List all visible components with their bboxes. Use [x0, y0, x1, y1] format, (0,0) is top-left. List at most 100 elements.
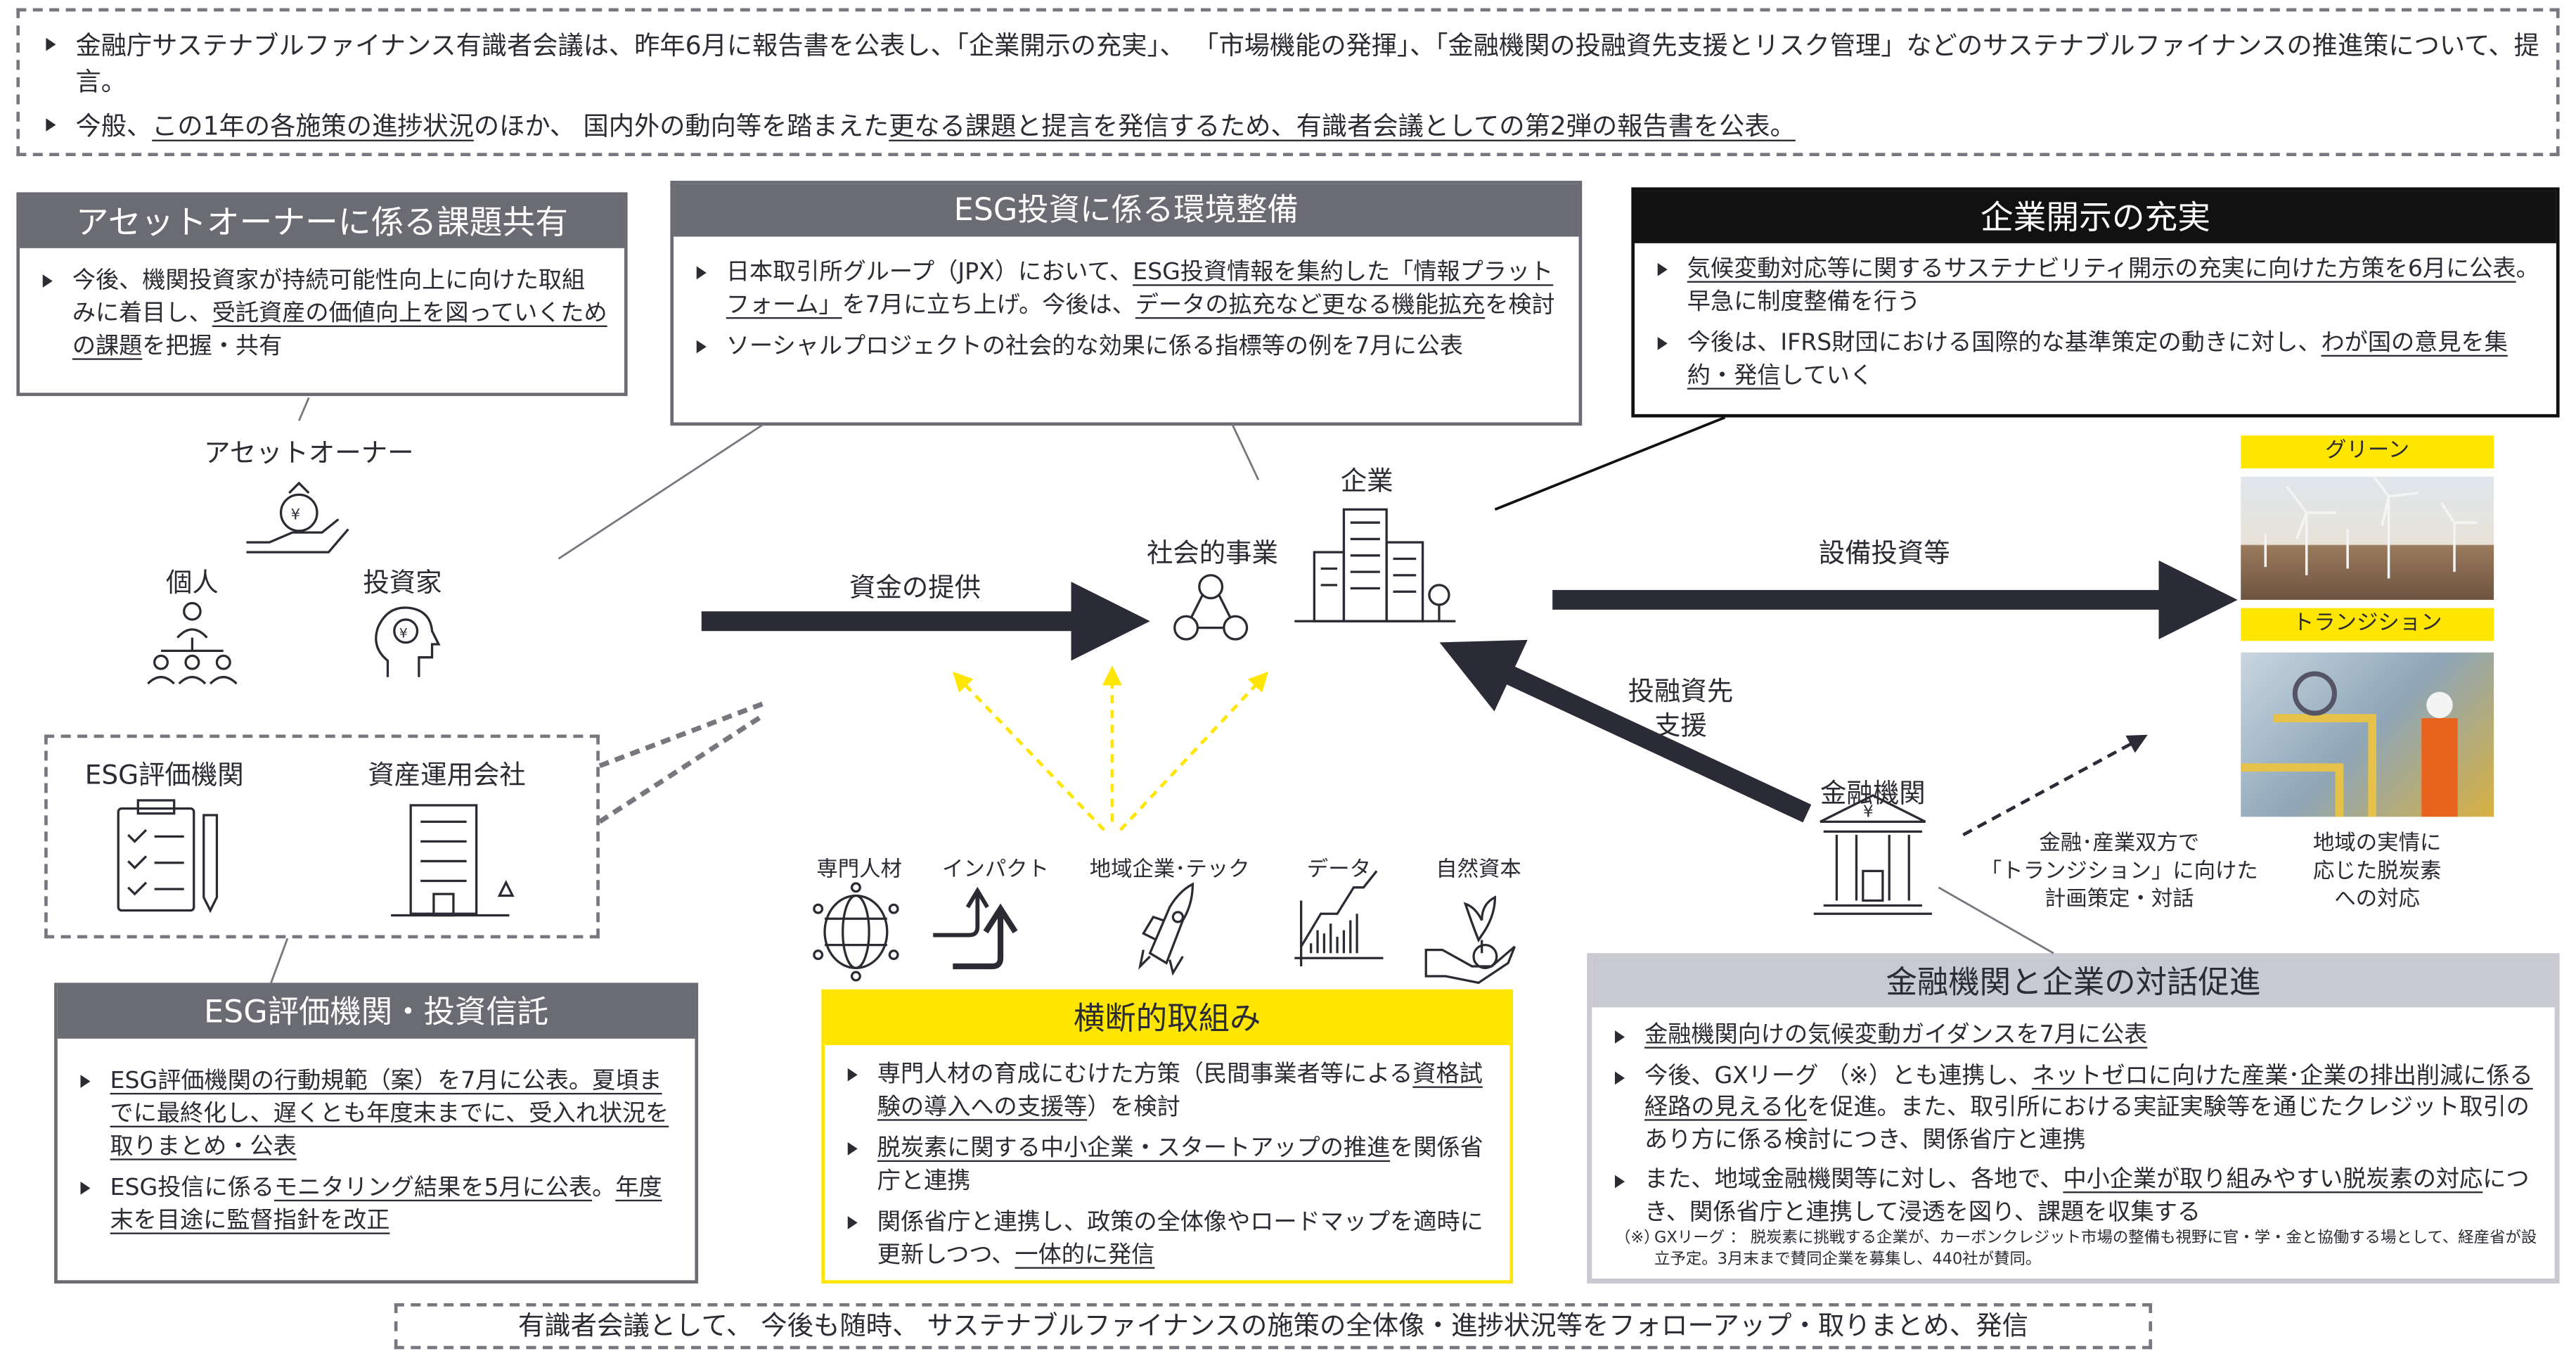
theme-label-natural-capital: 自然資本: [1436, 857, 1521, 883]
text-segment: を検討: [1485, 292, 1555, 319]
bullet-item: 今後、GXリーグ （※）とも連携し、ネットゼロに向けた産業･企業の排出削減に係る…: [1609, 1061, 2539, 1157]
dashed-callout: [598, 700, 766, 824]
financial-institution-label: 金融機関: [1820, 777, 1926, 809]
investor-label: 投資家: [363, 567, 442, 599]
disclosure-title: 企業開示の充実: [1635, 191, 2556, 243]
text-segment: また、地域金融機関等に対し、各地で、: [1644, 1167, 2063, 1194]
underlined-text: 気候変動対応等に関するサステナビリティ開示の充実に向けた方策を6月に公表: [1687, 256, 2516, 283]
green-photo: [2241, 476, 2494, 600]
text-segment: ESG投信に係る: [110, 1175, 275, 1202]
underlined-text: 年度末を目途に監督指針を改正: [110, 1175, 662, 1234]
bullet-item: 関係省庁と連携し、政策の全体像やロードマップを適時に更新しつつ、一体的に発信: [841, 1206, 1493, 1272]
bullet-item: 日本取引所グループ（JPX）において、ESG投資情報を集約した「情報プラットフォ…: [690, 257, 1562, 322]
impact-arrows-icon: [933, 886, 1018, 970]
connector-line: [1494, 416, 1726, 511]
company-label: 企業: [1340, 465, 1393, 497]
connector-line: [297, 397, 310, 421]
cross-sectoral-box: 横断的取組み 専門人材の育成にむけた方策（民間事業者等による資格試験の導入への支…: [821, 989, 1514, 1284]
transition-plan-text: 金融･産業双方で 「トランジション」に向けた 計画策定・対話: [1981, 830, 2258, 914]
regional-text: 地域の実情に 応じた脱炭素 への対応: [2313, 830, 2441, 914]
bullet-item: 金融機関向けの気候変動ガイダンスを7月に公表: [1609, 1020, 2539, 1053]
dialogue-title: 金融機関と企業の対話促進: [1592, 958, 2555, 1008]
bank-icon: ¥: [1813, 794, 1932, 915]
bullet-item: 気候変動対応等に関するサステナビリティ開示の充実に向けた方策を6月に公表。早急に…: [1651, 253, 2539, 319]
support-label-1: 投融資先: [1628, 675, 1734, 707]
intro-box: 金融庁サステナブルファイナンス有識者会議は、昨年6月に報告書を公表し、「企業開示…: [16, 8, 2560, 156]
text-segment: ソーシャルプロジェクトの社会的な効果に係る指標等の例を7月に公表: [726, 333, 1463, 360]
line: 「トランジション」に向けた: [1980, 859, 2258, 885]
esg-rating-box: ESG評価機関・投資信託 ESG評価機関の行動規範（案）を7月に公表。夏頃までに…: [54, 983, 699, 1284]
text-segment: 今般、: [75, 111, 153, 141]
text-segment: していく: [1780, 363, 1874, 390]
underlined-text: ネットゼロに向けた産業･企業の排出削減に係る経路の見える化: [1644, 1062, 2533, 1121]
wind-turbines-image: [2264, 476, 2478, 579]
yellow-dashed-arrows: [952, 665, 1269, 831]
esg-environment-title: ESG投資に係る環境整備: [674, 184, 1579, 237]
svg-text:¥: ¥: [291, 505, 300, 523]
connector-lines: [270, 397, 2054, 983]
svg-text:¥: ¥: [1863, 801, 1874, 821]
green-label: グリーン: [2241, 435, 2494, 468]
asset-manager-label: 資産運用会社: [368, 759, 526, 791]
bullet-item: 専門人材の育成にむけた方策（民間事業者等による資格試験の導入への支援等）を検討: [841, 1058, 1493, 1124]
asset-owner-title: アセットオーナーに係る課題共有: [20, 196, 624, 248]
text-segment: を関係省庁と連携: [877, 1135, 1483, 1195]
line: 応じた脱炭素: [2313, 859, 2442, 885]
underlined-text: 金融機関向けの気候変動ガイダンスを7月に公表: [1644, 1022, 2148, 1049]
line: への対応: [2334, 887, 2420, 912]
theme-label-impact: インパクト: [942, 857, 1050, 883]
underlined-text: わが国の意見を集約・発信: [1687, 330, 2508, 390]
asset-owner-box: アセットオーナーに係る課題共有 今後、機関投資家が持続可能性向上に向けた取組みに…: [16, 192, 628, 397]
text-segment: 関係省庁と連携し、政策の全体像やロードマップを適時に更新しつつ、: [877, 1209, 1483, 1269]
text-segment: につき、関係省庁と連携して浸透を図り、課題を収集する: [1644, 1167, 2530, 1226]
data-chart-icon: [1294, 870, 1384, 966]
footer-box: 有識者会議として、 今後も随時、 サステナブルファイナンスの施策の全体像・進捗状…: [394, 1303, 2153, 1350]
esg-rating-title: ESG評価機関・投資信託: [57, 986, 695, 1039]
underlined-text: 一体的に発信: [1015, 1242, 1155, 1269]
underlined-text: 更なる課題と提言を発信するため、有識者会議としての第2弾の報告書を公表。: [889, 111, 1796, 141]
gx-league-note: （※） GXリーグ ： 脱炭素に挑戦する企業が、カーボンクレジット市場の整備も視…: [1615, 1228, 2542, 1271]
underlined-text: この1年の各施策の進捗状況: [152, 111, 474, 141]
rocket-icon: [1138, 882, 1194, 976]
esg-environment-box: ESG投資に係る環境整備 日本取引所グループ（JPX）において、ESG投資情報を…: [670, 181, 1583, 426]
plant-hand-icon: [1424, 895, 1516, 985]
support-arrow: [1439, 639, 1812, 823]
underlined-text: 資格試験の導入への支援等: [877, 1061, 1483, 1121]
text-segment: 金融庁サステナブルファイナンス有識者会議は、昨年6月に報告書を公表し、「企業開示…: [75, 31, 2539, 97]
underlined-text: 脱炭素に関する中小企業・スタートアップの推進: [877, 1135, 1391, 1163]
theme-label-regional-tech: 地域企業･テック: [1089, 857, 1250, 883]
funding-label: 資金の提供: [849, 572, 981, 603]
connector-line: [1938, 886, 2054, 954]
bullet-item: また、地域金融機関等に対し、各地で、中小企業が取り組みやすい脱炭素の対応につき、…: [1609, 1165, 2539, 1229]
individuals-icon: [147, 601, 238, 685]
dialogue-box: 金融機関と企業の対話促進 金融機関向けの気候変動ガイダンスを7月に公表今後、GX…: [1587, 953, 2560, 1284]
theme-label-data: データ: [1306, 857, 1371, 883]
underlined-text: ESG評価機関の行動規範（案）を7月に公表。夏頃までに最終化し、遅くとも年度末ま…: [110, 1068, 669, 1160]
transition-dashed-arrow: [1962, 734, 2148, 837]
text-segment: を促進。また、取引所における実証実験等を通じたクレジット取引のあり方に係る検討に…: [1644, 1094, 2530, 1153]
text-segment: ）を検討: [1087, 1094, 1180, 1121]
capex-label: 設備投資等: [1818, 537, 1950, 569]
disclosure-box: 企業開示の充実 気候変動対応等に関するサステナビリティ開示の充実に向けた方策を6…: [1631, 187, 2560, 418]
connector-line: [270, 938, 289, 983]
connector-line: [558, 423, 765, 560]
underlined-text: 中小企業が取り組みやすい脱炭素の対応: [2063, 1167, 2483, 1194]
underlined-text: データの拡充など更なる機能拡充: [1135, 292, 1486, 319]
bullet-item: 金融庁サステナブルファイナンス有識者会議は、昨年6月に報告書を公表し、「企業開示…: [39, 28, 2539, 101]
bullet-item: 今般、この1年の各施策の進捗状況のほか、 国内外の動向等を踏まえた更なる課題と提…: [39, 108, 2539, 144]
text-segment: 日本取引所グループ（JPX）において、: [726, 260, 1133, 286]
bullet-item: ソーシャルプロジェクトの社会的な効果に係る指標等の例を7月に公表: [690, 331, 1562, 364]
theme-label-talent: 専門人材: [816, 857, 902, 883]
cross-sectoral-title: 横断的取組み: [825, 992, 1510, 1046]
esg-rater-label: ESG評価機関: [84, 759, 244, 791]
bullet-item: ESG評価機関の行動規範（案）を7月に公表。夏頃までに最終化し、遅くとも年度末ま…: [74, 1065, 678, 1163]
line: 地域の実情に: [2313, 831, 2442, 857]
line: 金融･産業双方で: [2039, 831, 2200, 857]
transition-label: トランジション: [2241, 608, 2494, 641]
esg-rater-asset-manager-group: [44, 734, 600, 939]
text-segment: を把握・共有: [142, 333, 283, 360]
investor-head-icon: ¥: [375, 606, 441, 677]
line: 計画策定・対話: [2044, 887, 2194, 912]
individual-label: 個人: [165, 567, 219, 599]
social-people-icon: [1173, 574, 1249, 641]
